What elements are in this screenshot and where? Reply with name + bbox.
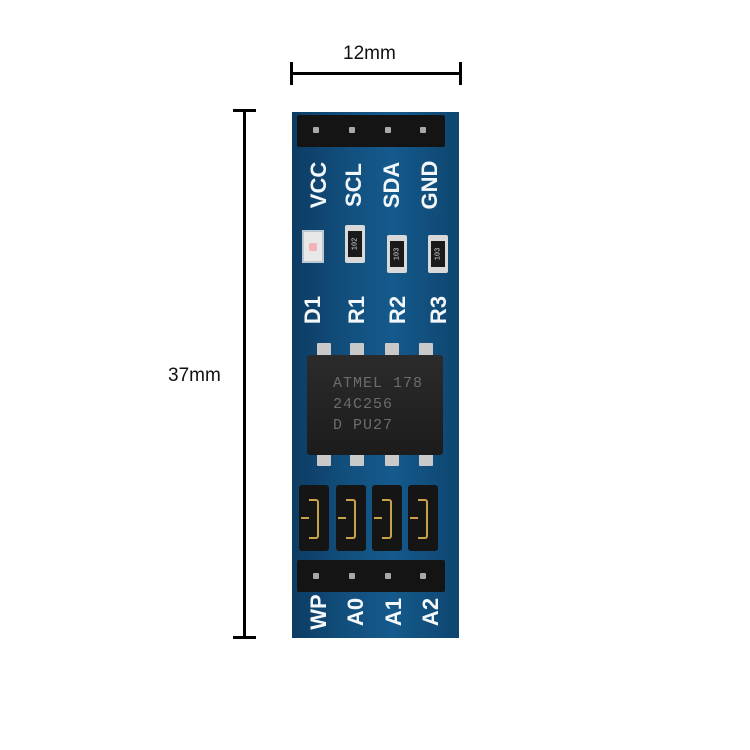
bottom-header-pin: [385, 573, 391, 579]
eeprom-chip: [307, 355, 443, 455]
width-dimension-label: 12mm: [343, 43, 396, 64]
chip-marking-line1: ATMEL 178: [333, 375, 424, 392]
resistor-r1-code: 102: [350, 237, 359, 251]
label-a0: A0: [343, 597, 368, 627]
width-dimension-cap-left: [290, 62, 293, 85]
width-dimension-cap-right: [459, 62, 462, 85]
resistor-r3: 103: [428, 235, 448, 273]
label-r3: R3: [426, 295, 451, 325]
led-d1: [302, 230, 324, 263]
top-header-pin: [385, 127, 391, 133]
resistor-r1: 102: [345, 225, 365, 263]
top-header-pin: [349, 127, 355, 133]
label-r1: R1: [344, 295, 369, 325]
label-d1: D1: [300, 295, 325, 325]
top-header-pin: [420, 127, 426, 133]
width-dimension-line: [290, 72, 462, 75]
height-dimension-label: 37mm: [168, 365, 221, 386]
chip-marking-line2: 24C256: [333, 396, 394, 413]
label-a1: A1: [381, 597, 406, 627]
height-dimension-cap-top: [233, 109, 256, 112]
bottom-header-pin: [420, 573, 426, 579]
bottom-header-pin: [349, 573, 355, 579]
resistor-r3-code: 103: [433, 247, 442, 261]
jumper-wp[interactable]: [299, 485, 329, 551]
label-r2: R2: [385, 295, 410, 325]
jumper-a0[interactable]: [336, 485, 366, 551]
label-a2: A2: [418, 597, 443, 627]
label-gnd: GND: [417, 160, 442, 210]
height-dimension-cap-bottom: [233, 636, 256, 639]
label-wp: WP: [306, 594, 331, 630]
resistor-r2: 103: [387, 235, 407, 273]
top-header-pin: [313, 127, 319, 133]
chip-marking-line3: D PU27: [333, 417, 394, 434]
height-dimension-line: [243, 110, 246, 639]
label-scl: SCL: [341, 163, 366, 207]
label-sda: SDA: [379, 161, 404, 209]
resistor-r2-code: 103: [392, 247, 401, 261]
jumper-a2[interactable]: [408, 485, 438, 551]
bottom-header-pin: [313, 573, 319, 579]
label-vcc: VCC: [306, 161, 331, 209]
jumper-a1[interactable]: [372, 485, 402, 551]
